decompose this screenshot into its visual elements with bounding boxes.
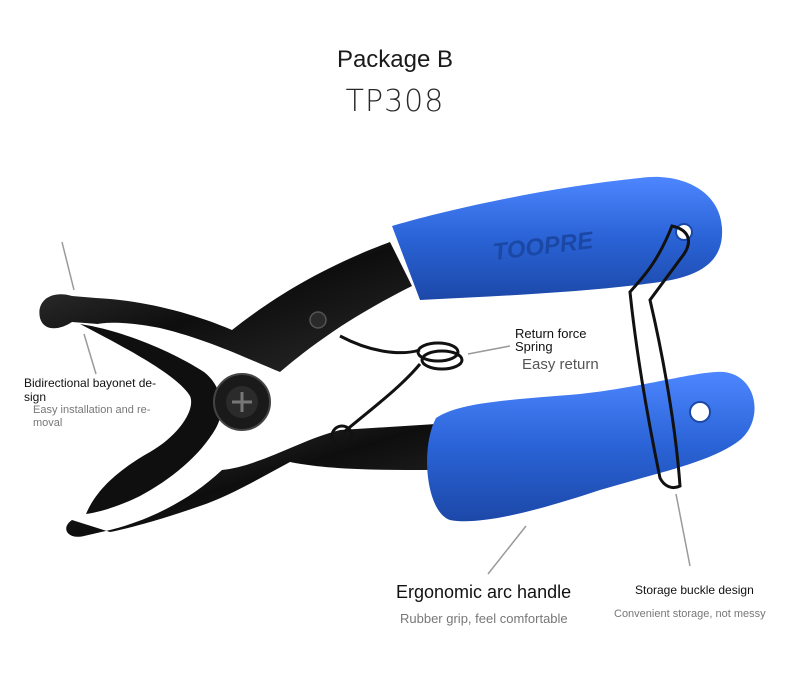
pointer-bayonet-bottom xyxy=(83,333,97,375)
handle-title: Ergonomic arc handle xyxy=(396,582,572,602)
spring-title-line1: Return force xyxy=(515,326,587,341)
upper-grip xyxy=(392,176,723,300)
lower-grip xyxy=(427,371,755,522)
upper-jaw-arm xyxy=(39,242,412,372)
handle-desc: Rubber grip, feel comfortable xyxy=(400,611,568,626)
pointer-buckle xyxy=(675,493,691,567)
pointer-handle xyxy=(487,525,527,575)
return-spring xyxy=(330,334,464,448)
package-title: Package B xyxy=(336,46,454,73)
lower-jaw-arm xyxy=(66,424,436,537)
buckle-desc: Convenient storage, not messy xyxy=(614,608,766,620)
small-screw xyxy=(309,311,327,329)
storage-buckle xyxy=(628,224,690,490)
buckle-title: Storage buckle design xyxy=(635,583,754,597)
bayonet-title: Bidirectional bayonet de- sign xyxy=(24,376,157,404)
bayonet-desc: Easy installation and re- moval xyxy=(33,404,151,429)
pointer-spring xyxy=(467,345,511,355)
spring-desc: Easy return xyxy=(522,356,599,373)
pointer-bayonet-top xyxy=(61,241,75,291)
spring-title-line2: Spring xyxy=(515,339,553,354)
model-number: TP308 xyxy=(345,84,445,119)
